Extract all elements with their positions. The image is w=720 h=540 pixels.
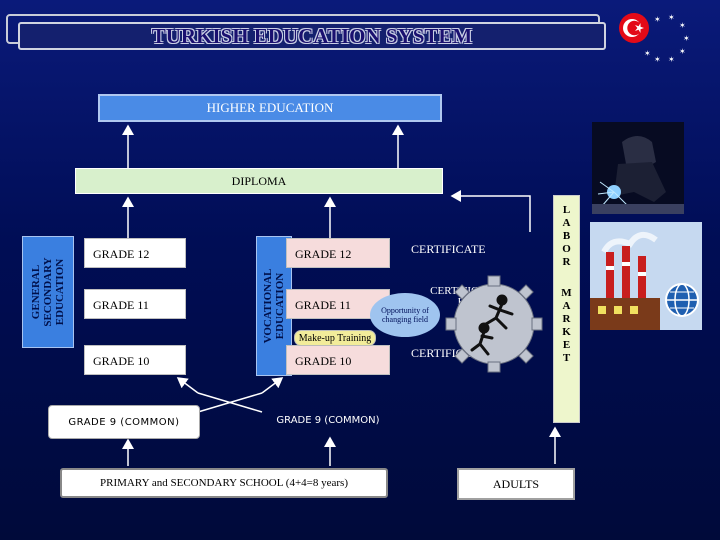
makeup-training-badge: Make-up Training: [294, 330, 376, 346]
vocational-grade-11: GRADE 11: [286, 289, 390, 319]
grade-label: GRADE 12: [93, 247, 150, 261]
general-grade-11: GRADE 11: [84, 289, 186, 319]
general-grade-10: GRADE 10: [84, 345, 186, 375]
labor-letter: R: [562, 256, 571, 268]
grade-9-common-vocational: GRADE 9 (COMMON): [258, 406, 398, 434]
general-secondary-text: GENERAL SECONDARY EDUCATION: [30, 257, 66, 327]
vocational-education-text: VOCATIONAL EDUCATION: [262, 268, 286, 344]
diploma-label: DIPLOMA: [231, 173, 287, 188]
grade-9-common-general: GRADE 9 (COMMON): [48, 405, 200, 439]
higher-education-label: HIGHER EDUCATION: [206, 100, 334, 115]
market-letter: K: [562, 326, 571, 338]
makeup-training-label: Make-up Training: [298, 332, 372, 344]
vocational-grade-12: GRADE 12: [286, 238, 390, 268]
svg-text:✶: ✶: [644, 49, 651, 58]
grade-9-label: GRADE 9 (COMMON): [68, 416, 180, 428]
diploma-box: DIPLOMA: [75, 168, 443, 194]
adults-label: ADULTS: [492, 476, 540, 491]
opportunity-oval: Opportunity of changing field: [370, 293, 440, 337]
svg-text:✶: ✶: [668, 13, 675, 22]
svg-text:✶: ✶: [654, 55, 661, 64]
grade-label: GRADE 11: [93, 298, 149, 312]
grade-label: GRADE 12: [295, 247, 352, 261]
svg-text:✶: ✶: [683, 34, 690, 43]
labor-letter: O: [562, 243, 571, 255]
page-title: TURKISH EDUCATION SYSTEM: [151, 24, 473, 48]
grade-label: GRADE 10: [93, 354, 150, 368]
vocational-grade-10: GRADE 10: [286, 345, 390, 375]
labor-letter: L: [562, 204, 571, 216]
labor-market-column: L A B O R M A R K E T: [553, 195, 580, 423]
svg-text:✶: ✶: [668, 55, 675, 64]
factory-image: [590, 222, 702, 330]
grade-label: GRADE 11: [295, 298, 351, 312]
general-secondary-label: GENERAL SECONDARY EDUCATION: [22, 236, 74, 348]
market-letter: E: [562, 339, 571, 351]
market-letter: T: [562, 352, 571, 364]
gear-runners-icon: [445, 275, 543, 373]
market-letter: A: [562, 300, 571, 312]
welder-image: [592, 122, 684, 214]
labor-letter: B: [562, 230, 571, 242]
primary-secondary-label: PRIMARY and SECONDARY SCHOOL (4+4=8 year…: [100, 477, 348, 489]
general-grade-12: GRADE 12: [84, 238, 186, 268]
primary-secondary-school-box: PRIMARY and SECONDARY SCHOOL (4+4=8 year…: [60, 468, 388, 498]
grade-9-label: GRADE 9 (COMMON): [276, 414, 380, 426]
certificate-top: CERTIFICATE: [411, 242, 486, 256]
svg-text:✶: ✶: [679, 21, 686, 30]
turkey-eu-flag-icon: ✶✶✶ ✶✶✶ ✶✶: [619, 13, 690, 64]
labor-letter: A: [562, 217, 571, 229]
market-letter: M: [561, 287, 572, 299]
grade-label: GRADE 10: [295, 354, 352, 368]
svg-text:✶: ✶: [654, 15, 661, 24]
market-letter: R: [562, 313, 571, 325]
opportunity-label: Opportunity of changing field: [381, 306, 429, 324]
higher-education-box: HIGHER EDUCATION: [98, 94, 442, 122]
adults-box: ADULTS: [457, 468, 575, 500]
svg-text:✶: ✶: [679, 47, 686, 56]
title-bar: TURKISH EDUCATION SYSTEM: [18, 22, 606, 50]
